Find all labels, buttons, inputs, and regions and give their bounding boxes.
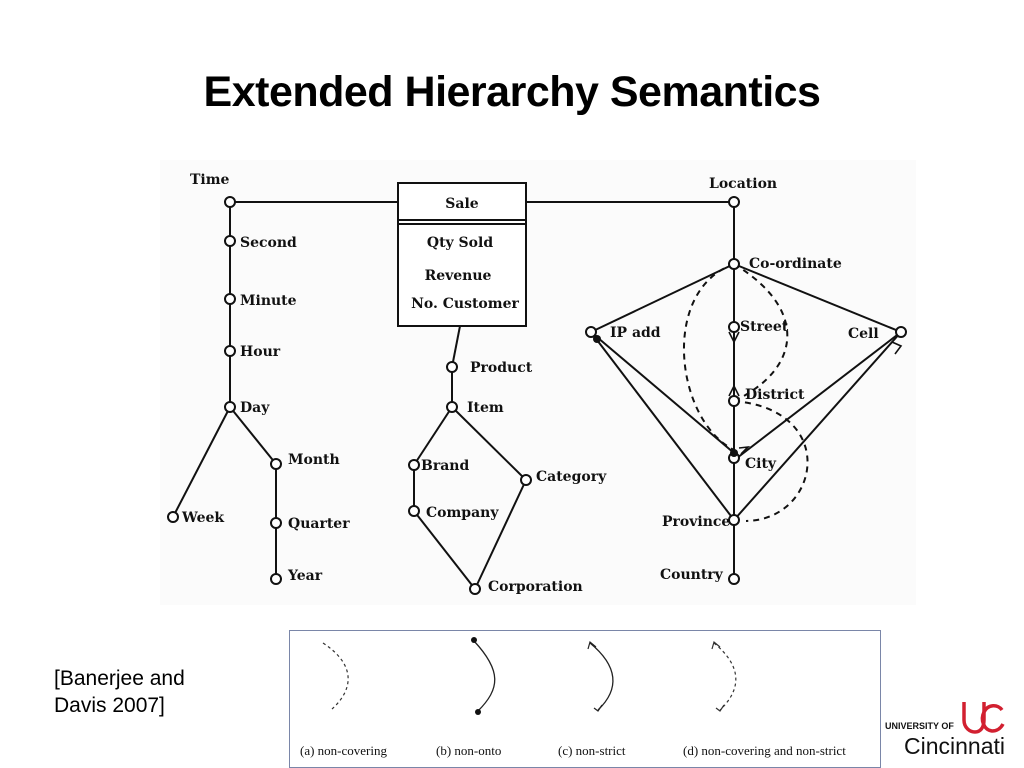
citation-line-1: [Banerjee and	[54, 667, 185, 690]
label-cell: Cell	[848, 326, 879, 342]
node-cell	[895, 326, 907, 338]
hierarchy-diagram: Sale Qty Sold Revenue No. Customer	[160, 160, 916, 605]
legend-label-d: (d) non-covering and non-strict	[683, 743, 846, 758]
node-time	[224, 196, 236, 208]
node-company	[408, 505, 420, 517]
node-brand	[408, 459, 420, 471]
label-item: Item	[467, 400, 504, 416]
node-location	[728, 196, 740, 208]
node-quarter	[270, 517, 282, 529]
node-ip-add	[585, 326, 597, 338]
node-category	[520, 474, 532, 486]
node-country	[728, 573, 740, 585]
node-month	[270, 458, 282, 470]
uc-mark-icon	[962, 702, 1005, 734]
node-year	[270, 573, 282, 585]
label-minute: Minute	[240, 293, 297, 309]
legend-non-covering-strict-arc	[713, 642, 737, 711]
node-labels: Time Second Minute Hour Day Month Week Q…	[181, 172, 879, 595]
label-product: Product	[470, 360, 533, 376]
measure-qty-sold: Qty Sold	[427, 235, 493, 251]
label-company: Company	[426, 505, 499, 521]
label-street: Street	[740, 319, 789, 335]
fact-title: Sale	[445, 196, 479, 212]
node-item	[446, 401, 458, 413]
node-street	[728, 321, 740, 333]
legend-non-onto-dot-bottom	[475, 709, 481, 715]
fact-table: Sale Qty Sold Revenue No. Customer	[397, 182, 527, 327]
label-week: Week	[181, 510, 224, 526]
label-province: Province	[662, 514, 730, 530]
node-second	[224, 235, 236, 247]
legend-label-c: (c) non-strict	[558, 743, 626, 758]
non-onto-dots	[593, 335, 738, 457]
label-city: City	[745, 456, 777, 472]
label-time: Time	[190, 172, 230, 188]
slide-title: Extended Hierarchy Semantics	[203, 68, 821, 116]
node-minute	[224, 293, 236, 305]
node-coordinate	[728, 258, 740, 270]
label-category: Category	[536, 469, 607, 485]
measure-revenue: Revenue	[425, 268, 492, 284]
citation-line-2: Davis 2007]	[54, 694, 165, 717]
logo-svg: UNIVERSITY OF Cincinnati	[885, 702, 1005, 759]
citation: [Banerjee and Davis 2007]	[54, 665, 185, 719]
hierarchy-diagram-svg: Sale Qty Sold Revenue No. Customer	[167, 172, 907, 595]
node-province	[728, 514, 740, 526]
legend-non-strict-arc	[589, 642, 614, 711]
semantics-legend: (a) non-covering (b) non-onto (c) non-st…	[289, 630, 881, 768]
legend-non-covering-arc	[322, 642, 349, 710]
label-year: Year	[287, 568, 323, 584]
label-country: Country	[660, 567, 724, 583]
logo-university-of: UNIVERSITY OF	[885, 721, 954, 731]
node-district	[728, 395, 740, 407]
label-quarter: Quarter	[288, 516, 350, 532]
label-month: Month	[288, 452, 340, 468]
legend-label-a: (a) non-covering	[300, 743, 387, 758]
node-day	[224, 401, 236, 413]
legend-label-b: (b) non-onto	[436, 743, 501, 758]
legend-svg: (a) non-covering (b) non-onto (c) non-st…	[300, 637, 846, 758]
arrow-marks	[728, 331, 903, 455]
label-brand: Brand	[421, 458, 469, 474]
label-hour: Hour	[240, 344, 281, 360]
label-second: Second	[240, 235, 297, 251]
node-week	[167, 511, 179, 523]
logo-name: Cincinnati	[904, 733, 1005, 759]
dashed-edges	[682, 263, 809, 522]
label-coordinate: Co-ordinate	[749, 256, 842, 272]
label-corporation: Corporation	[488, 579, 583, 595]
measure-no-customer: No. Customer	[411, 296, 519, 312]
legend-non-onto-dot-top	[471, 637, 477, 643]
label-ip-add: IP add	[610, 325, 661, 341]
label-location: Location	[709, 176, 777, 192]
label-district: District	[745, 387, 805, 403]
node-product	[446, 361, 458, 373]
legend-non-onto-arc	[473, 640, 496, 712]
node-corporation	[469, 583, 481, 595]
university-logo: UNIVERSITY OF Cincinnati	[884, 696, 1014, 760]
node-hour	[224, 345, 236, 357]
label-day: Day	[240, 400, 270, 416]
